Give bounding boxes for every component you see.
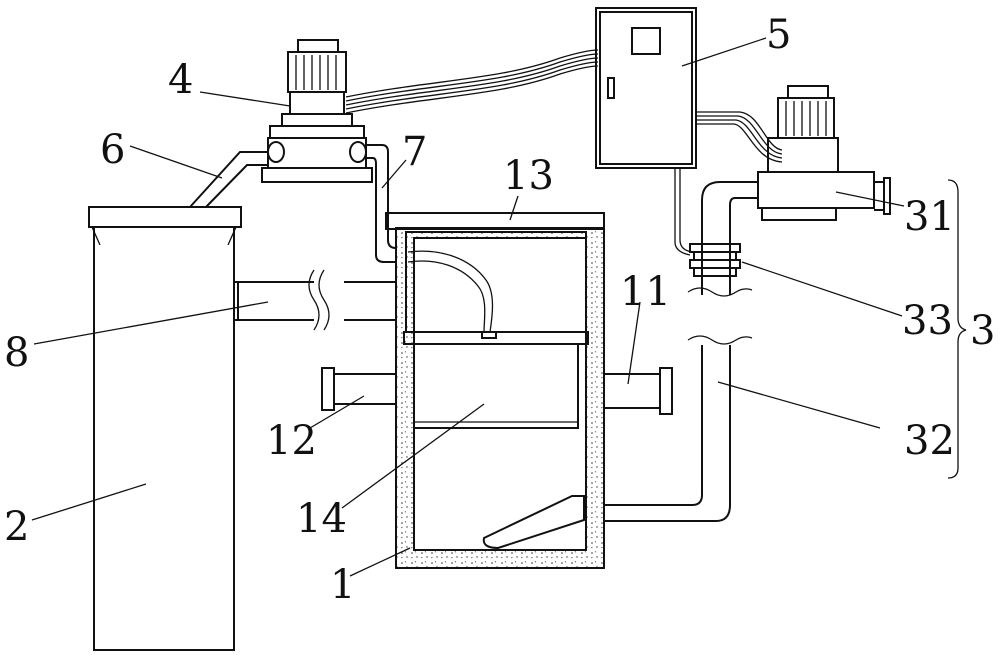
label-11: 11 — [620, 269, 671, 315]
pipe-6 — [189, 151, 268, 208]
label-3: 3 — [970, 308, 995, 354]
pipe-7 — [366, 144, 408, 263]
tank-1 — [385, 212, 605, 569]
label-6: 6 — [100, 127, 125, 173]
label-5: 5 — [766, 12, 791, 58]
basket-14 — [403, 231, 589, 429]
label-4: 4 — [168, 57, 193, 103]
label-1: 1 — [330, 562, 355, 608]
leader-lines — [31, 37, 905, 577]
label-13: 13 — [503, 153, 554, 199]
control-box-5 — [595, 7, 697, 169]
label-32: 32 — [904, 418, 955, 464]
label-14: 14 — [296, 496, 347, 542]
brace-3 — [947, 179, 967, 479]
label-12: 12 — [266, 418, 317, 464]
outlet-11 — [604, 367, 673, 415]
motor-pump-4 — [261, 39, 373, 183]
label-8: 8 — [4, 330, 29, 376]
cables-5-31 — [696, 111, 783, 163]
cable-5-33 — [674, 168, 693, 256]
pump-31 — [757, 85, 891, 221]
coupling-33 — [689, 243, 741, 277]
pipe-32 — [596, 181, 758, 522]
label-7: 7 — [402, 129, 427, 175]
cables-4-5 — [345, 49, 599, 114]
label-31: 31 — [904, 194, 955, 240]
label-2: 2 — [4, 504, 29, 550]
column-2 — [88, 206, 242, 651]
pipe-8 — [234, 269, 396, 331]
label-33: 33 — [902, 298, 953, 344]
tank-ramp — [482, 495, 585, 550]
inlet-12 — [321, 367, 396, 411]
